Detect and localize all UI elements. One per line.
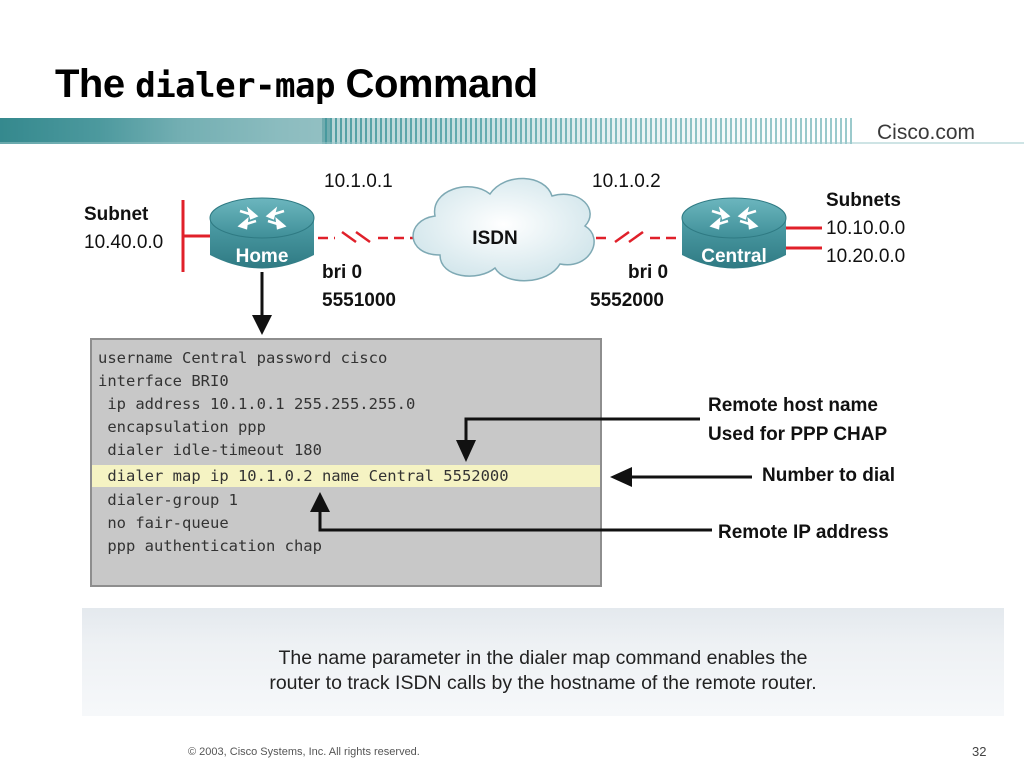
config-line: dialer-group 1	[98, 491, 238, 509]
callout-arrows	[310, 417, 752, 532]
central-router-icon	[681, 197, 787, 269]
home-subnet-value: 10.40.0.0	[84, 232, 164, 253]
page-title: The dialer-map Command	[55, 62, 538, 107]
page-number: 32	[972, 744, 987, 759]
central-isdn-link	[580, 230, 682, 244]
central-subnet-links	[786, 226, 822, 250]
central-subnets-heading: Subnets	[826, 190, 901, 211]
callout-number-to-dial: Number to dial	[762, 465, 896, 486]
header-banner	[0, 118, 1024, 144]
title-prefix: The	[55, 62, 136, 106]
central-router-label: Central	[701, 246, 766, 267]
config-line: ip address 10.1.0.1 255.255.255.0	[98, 395, 416, 413]
number-to-dial-arrow	[610, 467, 752, 487]
network-diagram: Home ISDN Central	[181, 177, 822, 335]
copyright-text: © 2003, Cisco Systems, Inc. All rights r…	[188, 746, 420, 758]
config-line: no fair-queue	[98, 514, 229, 532]
central-subnet-value: 10.20.0.0	[826, 246, 906, 267]
home-isdn-link	[318, 230, 418, 244]
note-panel	[82, 608, 1004, 716]
home-subnet-heading: Subnet	[84, 204, 149, 225]
home-router-icon	[209, 197, 315, 269]
home-number-label: 5551000	[322, 290, 396, 311]
callout-remote-host-name: Remote host name	[708, 395, 878, 416]
central-subnet-value: 10.10.0.0	[826, 218, 906, 239]
central-number-label: 5552000	[590, 290, 664, 311]
remote-ip-arrow	[310, 492, 712, 532]
note-text: The name parameter in the dialer map com…	[82, 646, 1004, 696]
central-ip-label: 10.1.0.2	[592, 171, 661, 192]
home-subnet-segment	[181, 200, 210, 272]
isdn-cloud-icon	[412, 177, 595, 282]
title-command: dialer-map	[135, 66, 335, 106]
config-line: encapsulation ppp	[98, 418, 266, 436]
brand-logo-text: Cisco.com	[877, 121, 976, 144]
home-to-config-arrow	[252, 272, 272, 335]
config-line: username Central password cisco	[98, 349, 388, 367]
note-line: router to track ISDN calls by the hostna…	[269, 672, 817, 694]
config-line: ppp authentication chap	[98, 537, 322, 555]
home-ip-label: 10.1.0.1	[324, 171, 393, 192]
config-line-highlighted: dialer map ip 10.1.0.2 name Central 5552…	[92, 465, 600, 487]
config-line: interface BRI0	[98, 372, 229, 390]
callout-ppp-chap: Used for PPP CHAP	[708, 424, 888, 445]
title-suffix: Command	[334, 62, 539, 106]
isdn-cloud-label: ISDN	[472, 228, 517, 249]
config-listing: username Central password cisco interfac…	[90, 338, 602, 587]
home-router-label: Home	[236, 246, 289, 267]
callout-remote-ip: Remote IP address	[718, 522, 889, 543]
config-line: dialer idle-timeout 180	[98, 441, 322, 459]
note-line: The name parameter in the dialer map com…	[278, 647, 808, 669]
central-interface-label: bri 0	[628, 262, 669, 283]
remote-host-arrow	[456, 417, 700, 462]
home-interface-label: bri 0	[322, 262, 363, 283]
